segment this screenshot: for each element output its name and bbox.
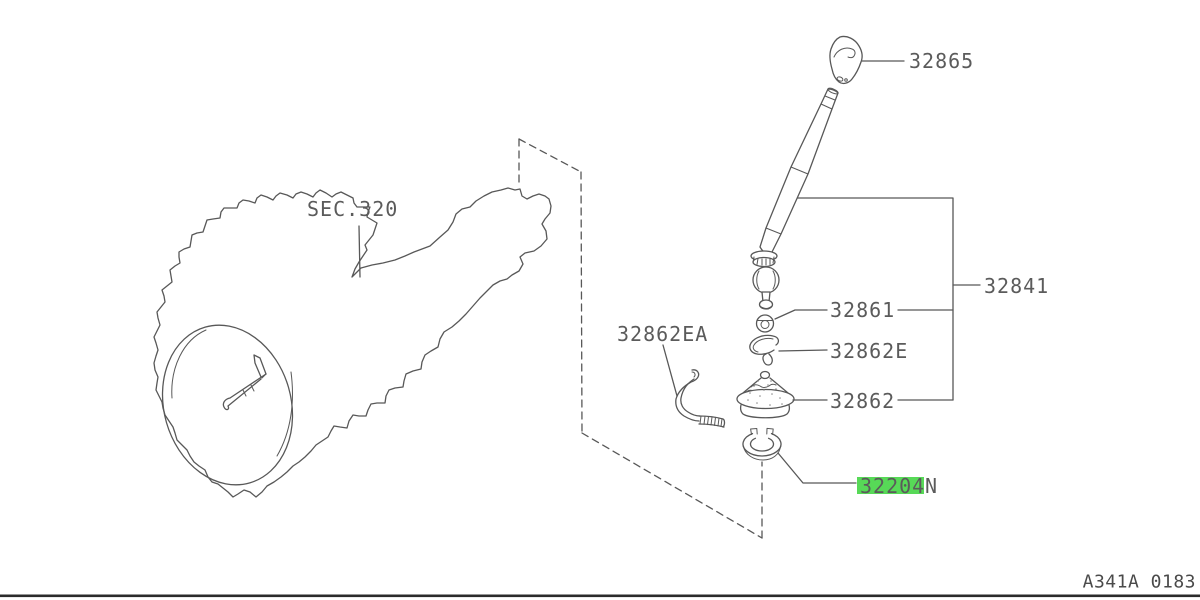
transmission-opening bbox=[161, 324, 294, 486]
footer-divider bbox=[0, 594, 1200, 598]
shift-knob-drawing bbox=[829, 35, 863, 85]
leader-line-32862E bbox=[778, 349, 828, 352]
transmission-opening-inner-rim bbox=[171, 329, 293, 457]
boot-drawing bbox=[736, 370, 795, 419]
transmission-outline bbox=[153, 187, 552, 498]
diagram-code: A341A 0183 bbox=[1083, 572, 1196, 593]
strap-drawing bbox=[675, 369, 726, 428]
leader-line-32861 bbox=[774, 309, 828, 320]
part-label-32862E[interactable]: 32862E bbox=[830, 339, 908, 363]
shift-lever-drawing bbox=[736, 35, 863, 461]
lever-shaft-drawing bbox=[759, 87, 839, 255]
part-label-32862EA[interactable]: 32862EA bbox=[617, 322, 708, 346]
ball-joint-drawing bbox=[750, 250, 780, 310]
leader-line-32862EA bbox=[662, 344, 678, 397]
part-label-32865[interactable]: 32865 bbox=[909, 49, 974, 73]
transmission-housing-drawing bbox=[153, 187, 552, 498]
clip-drawing bbox=[749, 334, 780, 366]
bushing-drawing bbox=[755, 314, 775, 333]
part-label-32862[interactable]: 32862 bbox=[830, 389, 895, 413]
highlight-32204 bbox=[857, 477, 924, 494]
part-label-32861[interactable]: 32861 bbox=[830, 298, 895, 322]
leader-line-sec320 bbox=[358, 225, 361, 278]
projection-lines bbox=[518, 138, 763, 539]
snap-ring-drawing bbox=[742, 427, 782, 461]
bracket-32841 bbox=[796, 197, 981, 401]
section-ref-label[interactable]: SEC.320 bbox=[307, 197, 398, 221]
part-label-32841[interactable]: 32841 bbox=[984, 274, 1049, 298]
part-label-32204[interactable]: 32204 bbox=[860, 474, 925, 498]
leader-line-32204N bbox=[777, 452, 857, 484]
part-label-32204-suffix: N bbox=[925, 474, 938, 498]
selector-shaft-drawing bbox=[222, 354, 267, 411]
